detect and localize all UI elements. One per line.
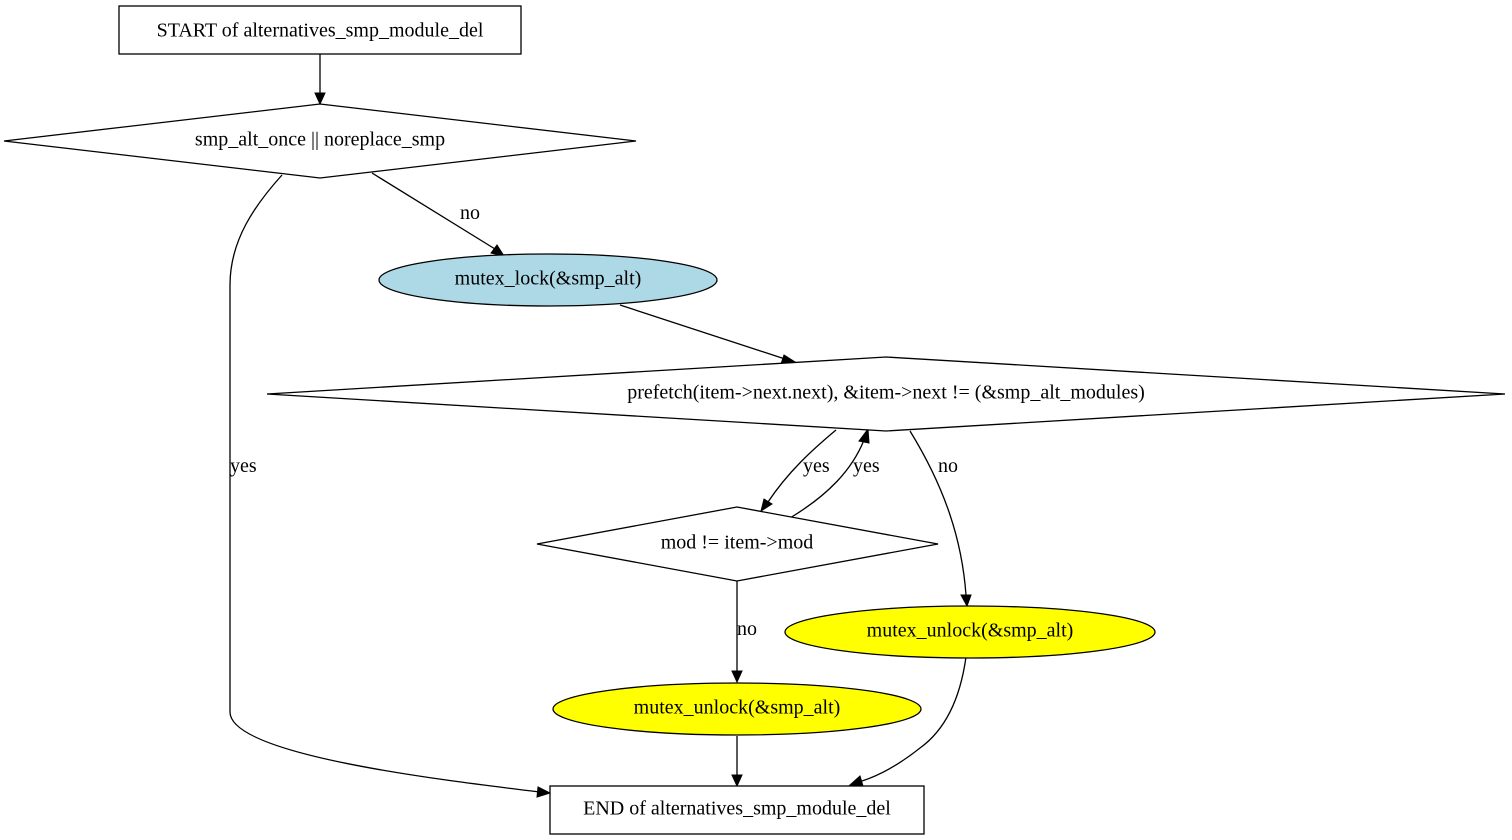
- mutex-lock-label: mutex_lock(&smp_alt): [455, 268, 642, 290]
- mutex-unlock-right-label: mutex_unlock(&smp_alt): [867, 620, 1074, 642]
- end-node: END of alternatives_smp_module_del: [549, 785, 925, 835]
- edge-condition-to-lock: no: [371, 172, 506, 257]
- edge-inner-condition-to-unlock-left: no: [731, 581, 757, 684]
- end-node-label: END of alternatives_smp_module_del: [583, 798, 891, 820]
- loop-condition-node: prefetch(item->next.next), &item->next !…: [266, 356, 1506, 432]
- edge-unlock-left-to-end: [731, 736, 743, 788]
- inner-condition-node: mod != item->mod: [536, 506, 939, 582]
- condition-node-label: smp_alt_once || noreplace_smp: [195, 129, 445, 151]
- mutex-unlock-left-label: mutex_unlock(&smp_alt): [634, 697, 841, 719]
- start-node-label: START of alternatives_smp_module_del: [157, 20, 484, 42]
- edge-label-yes: yes: [803, 455, 830, 477]
- loop-condition-label: prefetch(item->next.next), &item->next !…: [627, 382, 1145, 404]
- edge-start-to-condition: [314, 54, 326, 106]
- edge-condition-to-end: yes: [229, 174, 552, 798]
- mutex-unlock-left-node: mutex_unlock(&smp_alt): [552, 682, 922, 736]
- condition-node-smp-alt-once: smp_alt_once || noreplace_smp: [3, 103, 637, 179]
- mutex-unlock-right-node: mutex_unlock(&smp_alt): [784, 605, 1156, 659]
- inner-condition-label: mod != item->mod: [661, 532, 814, 554]
- edge-label-no: no: [737, 618, 757, 640]
- edge-label-no: no: [460, 202, 480, 224]
- edge-label-yes: yes: [230, 455, 257, 477]
- edge-loop-to-unlock-right: no: [909, 430, 972, 608]
- edge-label-no: no: [938, 455, 958, 477]
- edge-inner-condition-to-loop: yes: [789, 427, 880, 519]
- edge-lock-to-loop: [619, 304, 797, 365]
- edge-label-yes: yes: [853, 455, 880, 477]
- mutex-lock-node: mutex_lock(&smp_alt): [378, 253, 718, 307]
- start-node: START of alternatives_smp_module_del: [118, 5, 522, 55]
- edge-loop-to-inner-condition: yes: [760, 429, 837, 513]
